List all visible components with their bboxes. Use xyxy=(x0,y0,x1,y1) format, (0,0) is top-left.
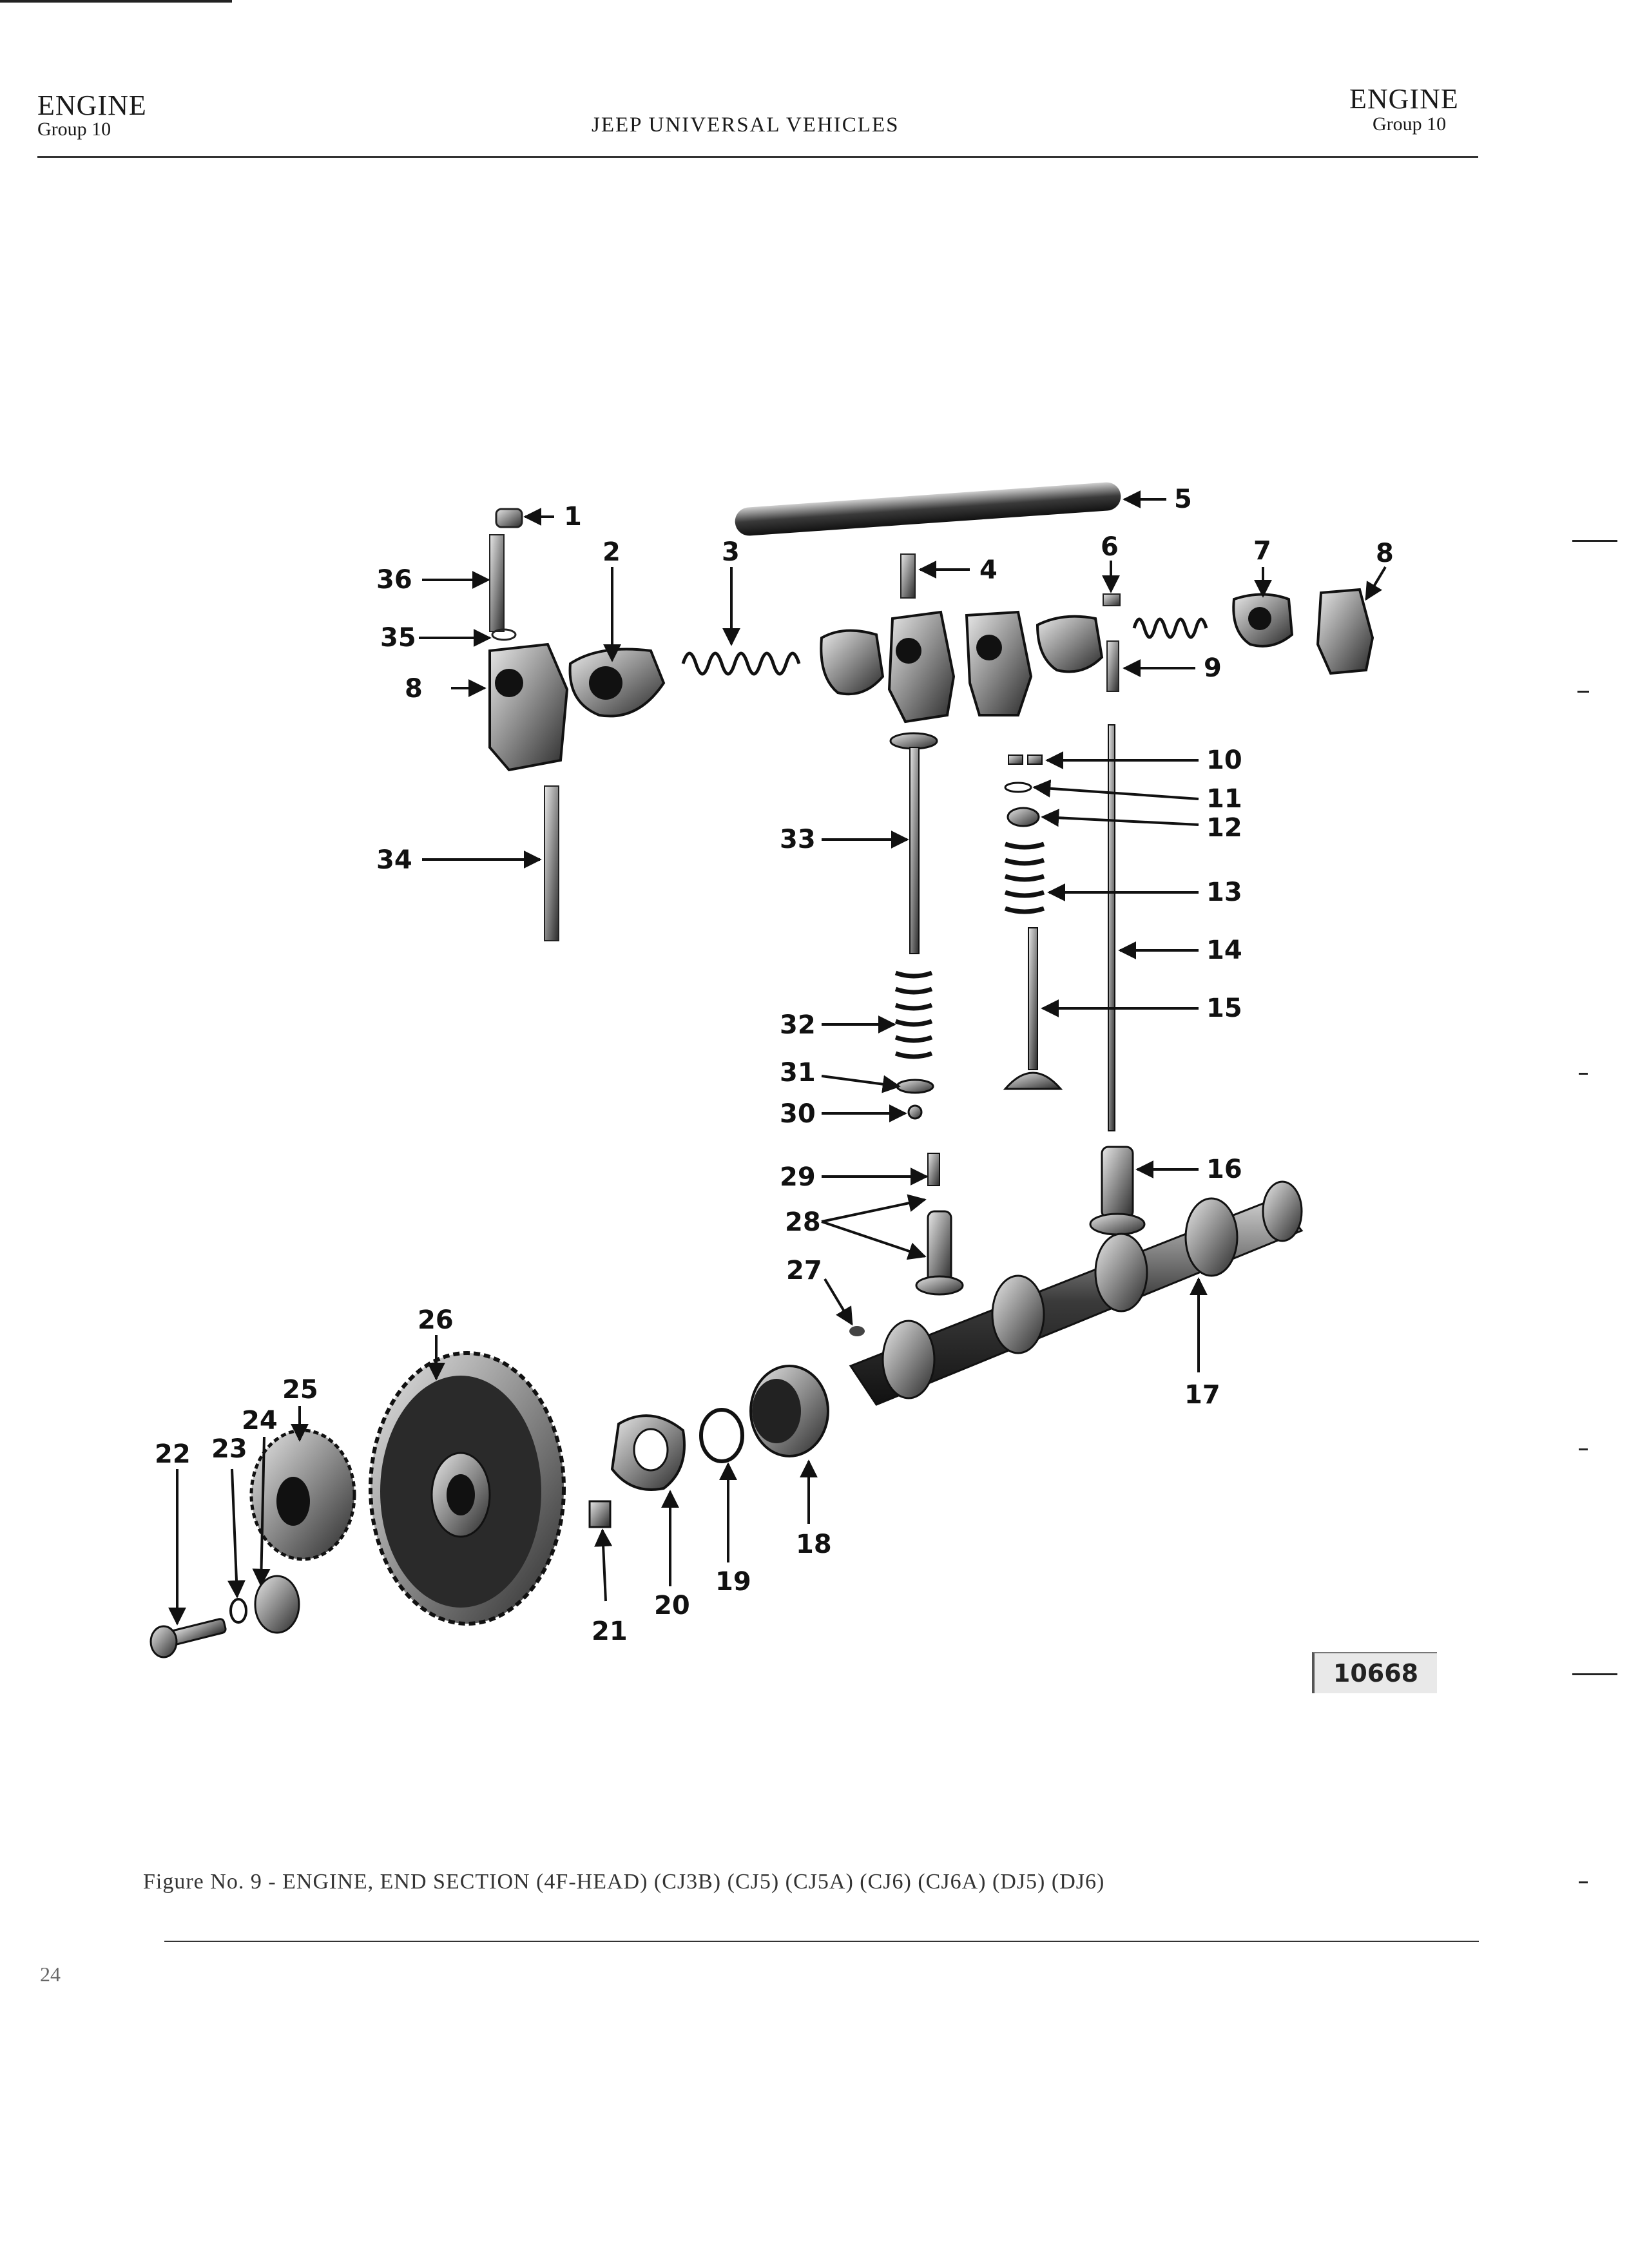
thrust-ring-part xyxy=(699,1408,744,1463)
callout-8-left: 8 xyxy=(405,674,423,704)
callout-28: 28 xyxy=(785,1207,821,1237)
rocker-bracket-left-part xyxy=(488,642,569,772)
tappet-left-part xyxy=(915,1210,964,1296)
header-right-title: ENGINE xyxy=(1349,83,1459,115)
scan-mark-right-6 xyxy=(1579,1881,1588,1883)
callout-1: 1 xyxy=(564,502,582,532)
callout-25: 25 xyxy=(282,1375,318,1405)
callout-24: 24 xyxy=(242,1406,278,1436)
rocker-bracket-right-part xyxy=(1316,588,1374,675)
leader-lines xyxy=(168,490,1387,1626)
lock-washer-part xyxy=(229,1598,247,1624)
header-center-title: JEEP UNIVERSAL VEHICLES xyxy=(592,113,900,137)
crankshaft-gear-part xyxy=(249,1428,356,1561)
valve-spring-right-part xyxy=(1004,841,1045,914)
small-washer-part xyxy=(849,1326,865,1336)
callout-7: 7 xyxy=(1253,536,1271,566)
callout-8-right: 8 xyxy=(1376,539,1394,568)
callout-35: 35 xyxy=(380,623,416,653)
callout-22: 22 xyxy=(155,1439,191,1469)
callout-19: 19 xyxy=(715,1567,751,1597)
valve-right-part xyxy=(1003,927,1063,1090)
callout-11: 11 xyxy=(1206,784,1242,814)
spring-seat-washer-part xyxy=(1004,782,1032,793)
callout-16: 16 xyxy=(1206,1155,1242,1184)
camshaft-part xyxy=(849,1180,1304,1406)
rocker-spring-left-part xyxy=(681,651,801,676)
callout-32: 32 xyxy=(780,1010,816,1040)
scan-mark-right-3 xyxy=(1579,1073,1588,1075)
callout-33: 33 xyxy=(780,825,816,854)
callout-23: 23 xyxy=(211,1434,247,1464)
adjusting-screw-part xyxy=(900,553,916,599)
scan-mark-right-5 xyxy=(1572,1673,1617,1675)
callout-36: 36 xyxy=(376,565,412,595)
callout-14: 14 xyxy=(1206,936,1242,965)
stud-upper-part xyxy=(489,534,505,632)
callout-13: 13 xyxy=(1206,878,1242,907)
scan-mark-right-1 xyxy=(1572,540,1617,542)
callout-20: 20 xyxy=(654,1591,690,1620)
lock-nut-part xyxy=(1103,593,1121,606)
callout-10: 10 xyxy=(1206,745,1242,775)
valve-lock-part xyxy=(907,1104,923,1120)
footer-rule xyxy=(164,1941,1479,1942)
spring-retainer-right-part xyxy=(1007,807,1040,827)
valve-spring-left-part xyxy=(894,970,933,1059)
valve-left-part xyxy=(889,732,938,954)
header-left-title: ENGINE xyxy=(37,90,147,121)
push-rod-part xyxy=(1108,724,1115,1131)
tappet-right-part xyxy=(1089,1146,1146,1236)
callout-21: 21 xyxy=(592,1617,628,1646)
callout-5: 5 xyxy=(1174,485,1192,514)
callout-4: 4 xyxy=(979,555,998,585)
figure-number-box: 10668 xyxy=(1312,1652,1437,1693)
header-rule xyxy=(37,156,1478,158)
callout-12: 12 xyxy=(1206,813,1242,843)
shaft-plug-part xyxy=(495,508,523,528)
scan-mark-right-2 xyxy=(1577,691,1589,693)
gear-washer-part xyxy=(254,1575,300,1634)
camshaft-gear-part xyxy=(369,1351,566,1626)
callout-2: 2 xyxy=(602,537,621,567)
callout-26: 26 xyxy=(418,1305,454,1335)
callout-15: 15 xyxy=(1206,994,1242,1023)
spring-retainer-part xyxy=(896,1079,934,1094)
callout-3: 3 xyxy=(722,537,740,567)
thrust-plate-part xyxy=(610,1414,686,1491)
callout-labels: 1 2 3 4 5 6 7 8 8 9 10 11 12 13 14 15 16… xyxy=(155,485,1394,1646)
callout-29: 29 xyxy=(780,1162,816,1192)
header-left-group: Group 10 xyxy=(37,119,111,140)
washer-part xyxy=(491,628,517,641)
callout-34: 34 xyxy=(376,845,412,875)
pin-part xyxy=(1106,640,1119,692)
scan-mark-right-4 xyxy=(1579,1448,1588,1450)
callout-31: 31 xyxy=(780,1058,816,1088)
callout-9: 9 xyxy=(1204,653,1222,683)
gear-screw-part xyxy=(149,1618,227,1658)
callout-17: 17 xyxy=(1184,1380,1220,1410)
figure-caption: Figure No. 9 - ENGINE, END SECTION (4F-H… xyxy=(143,1870,1105,1894)
scan-mark-top xyxy=(0,0,232,3)
callout-30: 30 xyxy=(780,1099,816,1129)
valve-keepers-part xyxy=(1008,754,1043,765)
rocker-arm-center-part xyxy=(820,610,1104,724)
callout-6: 6 xyxy=(1101,532,1119,562)
callout-18: 18 xyxy=(796,1530,832,1559)
camshaft-bearing-part xyxy=(749,1365,829,1457)
rocker-arm-left-part xyxy=(568,648,666,718)
adjusting-screw-lower-part xyxy=(927,1153,940,1186)
header-right-group: Group 10 xyxy=(1373,113,1447,135)
thrust-plate-bolt-part xyxy=(588,1500,612,1528)
stud-lower-part xyxy=(544,785,559,941)
callout-27: 27 xyxy=(786,1256,822,1285)
rocker-spring-right-part xyxy=(1132,617,1208,639)
page-number: 24 xyxy=(40,1963,61,1986)
rocker-arm-right-part xyxy=(1232,593,1294,648)
rocker-shaft-part xyxy=(735,482,1121,536)
